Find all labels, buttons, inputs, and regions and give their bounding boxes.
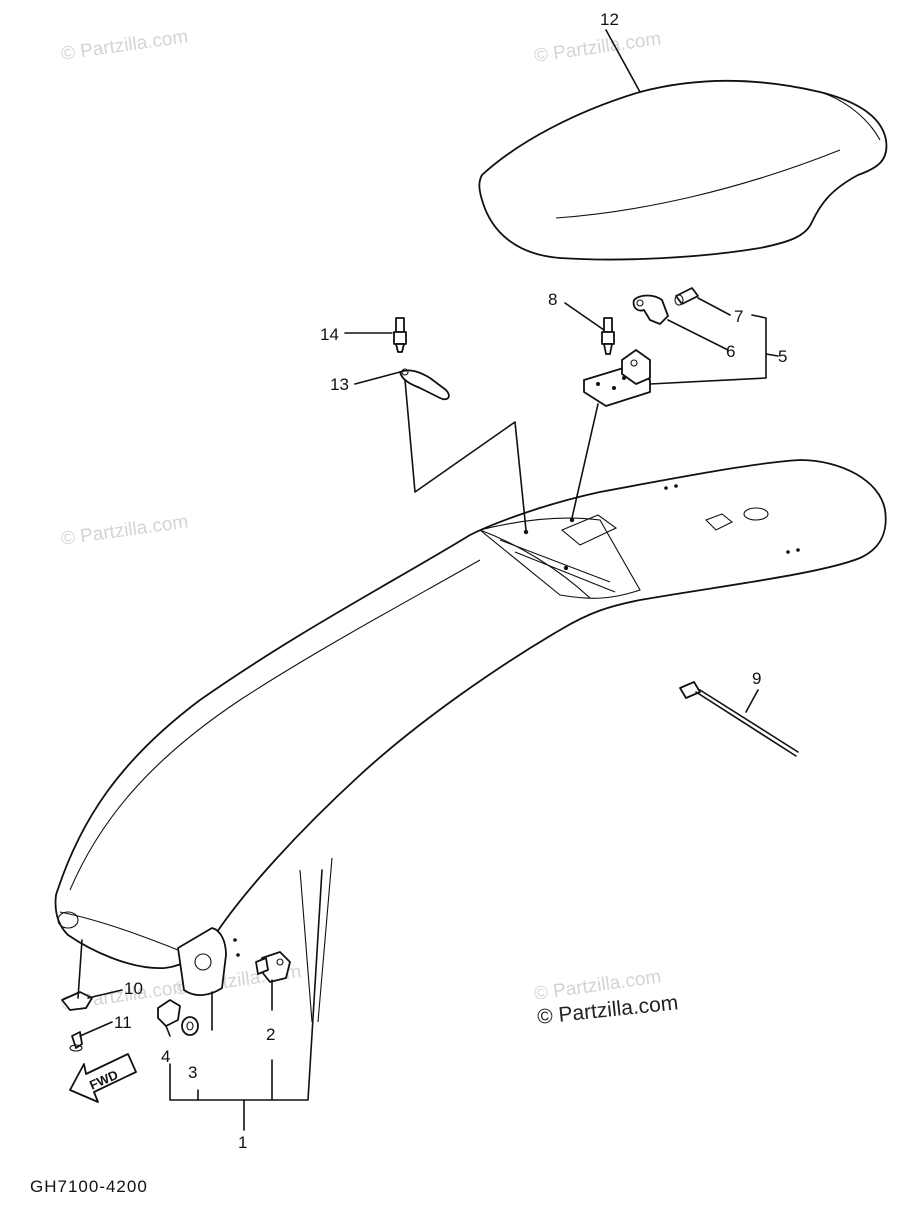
pin-part-8 xyxy=(601,317,615,355)
callout-2: 2 xyxy=(266,1025,275,1044)
bolt-part-2 xyxy=(255,951,291,983)
hinge-clamp-part-6 xyxy=(632,294,669,325)
clip-nut-part-10 xyxy=(61,991,93,1011)
rear-fender-body-part xyxy=(54,459,887,1023)
callout-11: 11 xyxy=(114,1013,132,1032)
seat-cushion-part xyxy=(478,79,888,261)
callout-10: 10 xyxy=(124,979,143,998)
callout-8: 8 xyxy=(548,290,557,309)
link-part-13 xyxy=(399,368,450,401)
callout-3: 3 xyxy=(188,1063,197,1082)
watermark: © Partzilla.com xyxy=(60,26,190,65)
diagram-code: GH7100-4200 xyxy=(30,1177,148,1196)
bushing-part-7 xyxy=(674,287,699,306)
callout-4: 4 xyxy=(161,1047,170,1066)
hinge-bracket-part xyxy=(583,349,651,407)
callout-1: 1 xyxy=(238,1133,247,1152)
callout-13: 13 xyxy=(330,375,349,394)
callout-5: 5 xyxy=(778,347,787,366)
callout-14: 14 xyxy=(320,325,339,344)
cable-tie-part-9 xyxy=(679,681,799,757)
callout-6: 6 xyxy=(726,342,735,361)
watermark: © Partzilla.com xyxy=(60,511,190,550)
callout-12: 12 xyxy=(600,10,619,29)
leader-lines xyxy=(77,29,779,1131)
pin-part-14 xyxy=(393,317,407,353)
callout-7: 7 xyxy=(734,307,743,326)
washer-part-3 xyxy=(181,1016,199,1036)
watermark: © Partzilla.com xyxy=(533,28,663,67)
forward-arrow-icon: FWD xyxy=(69,1053,137,1103)
nut-part-4 xyxy=(157,999,181,1027)
screw-part-11 xyxy=(69,1031,83,1052)
callout-9: 9 xyxy=(752,669,761,688)
